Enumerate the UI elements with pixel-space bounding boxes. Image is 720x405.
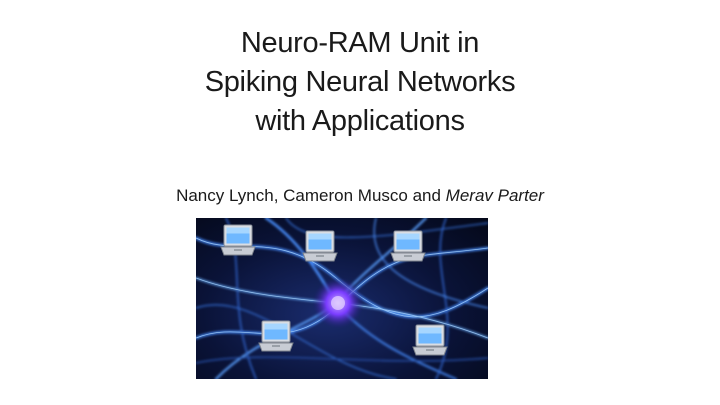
laptop-icon — [412, 324, 448, 358]
slide-title: Neuro-RAM Unit in Spiking Neural Network… — [60, 24, 660, 141]
laptop-icon — [258, 320, 294, 354]
title-line-1: Neuro-RAM Unit in — [240, 27, 480, 59]
title-line-3: with Applications — [255, 105, 465, 137]
laptop-icon — [302, 230, 338, 264]
authors-line: Nancy Lynch, Cameron Musco and Merav Par… — [60, 184, 660, 208]
neuron-fibers-illustration — [196, 218, 488, 379]
title-line-2: Spiking Neural Networks — [204, 66, 516, 98]
laptop-icon — [220, 224, 256, 258]
laptop-icon — [390, 230, 426, 264]
authors-italic-name: Merav Parter — [445, 186, 544, 205]
authors-names: Nancy Lynch, Cameron Musco and — [176, 186, 446, 205]
neural-network-image — [196, 218, 488, 379]
